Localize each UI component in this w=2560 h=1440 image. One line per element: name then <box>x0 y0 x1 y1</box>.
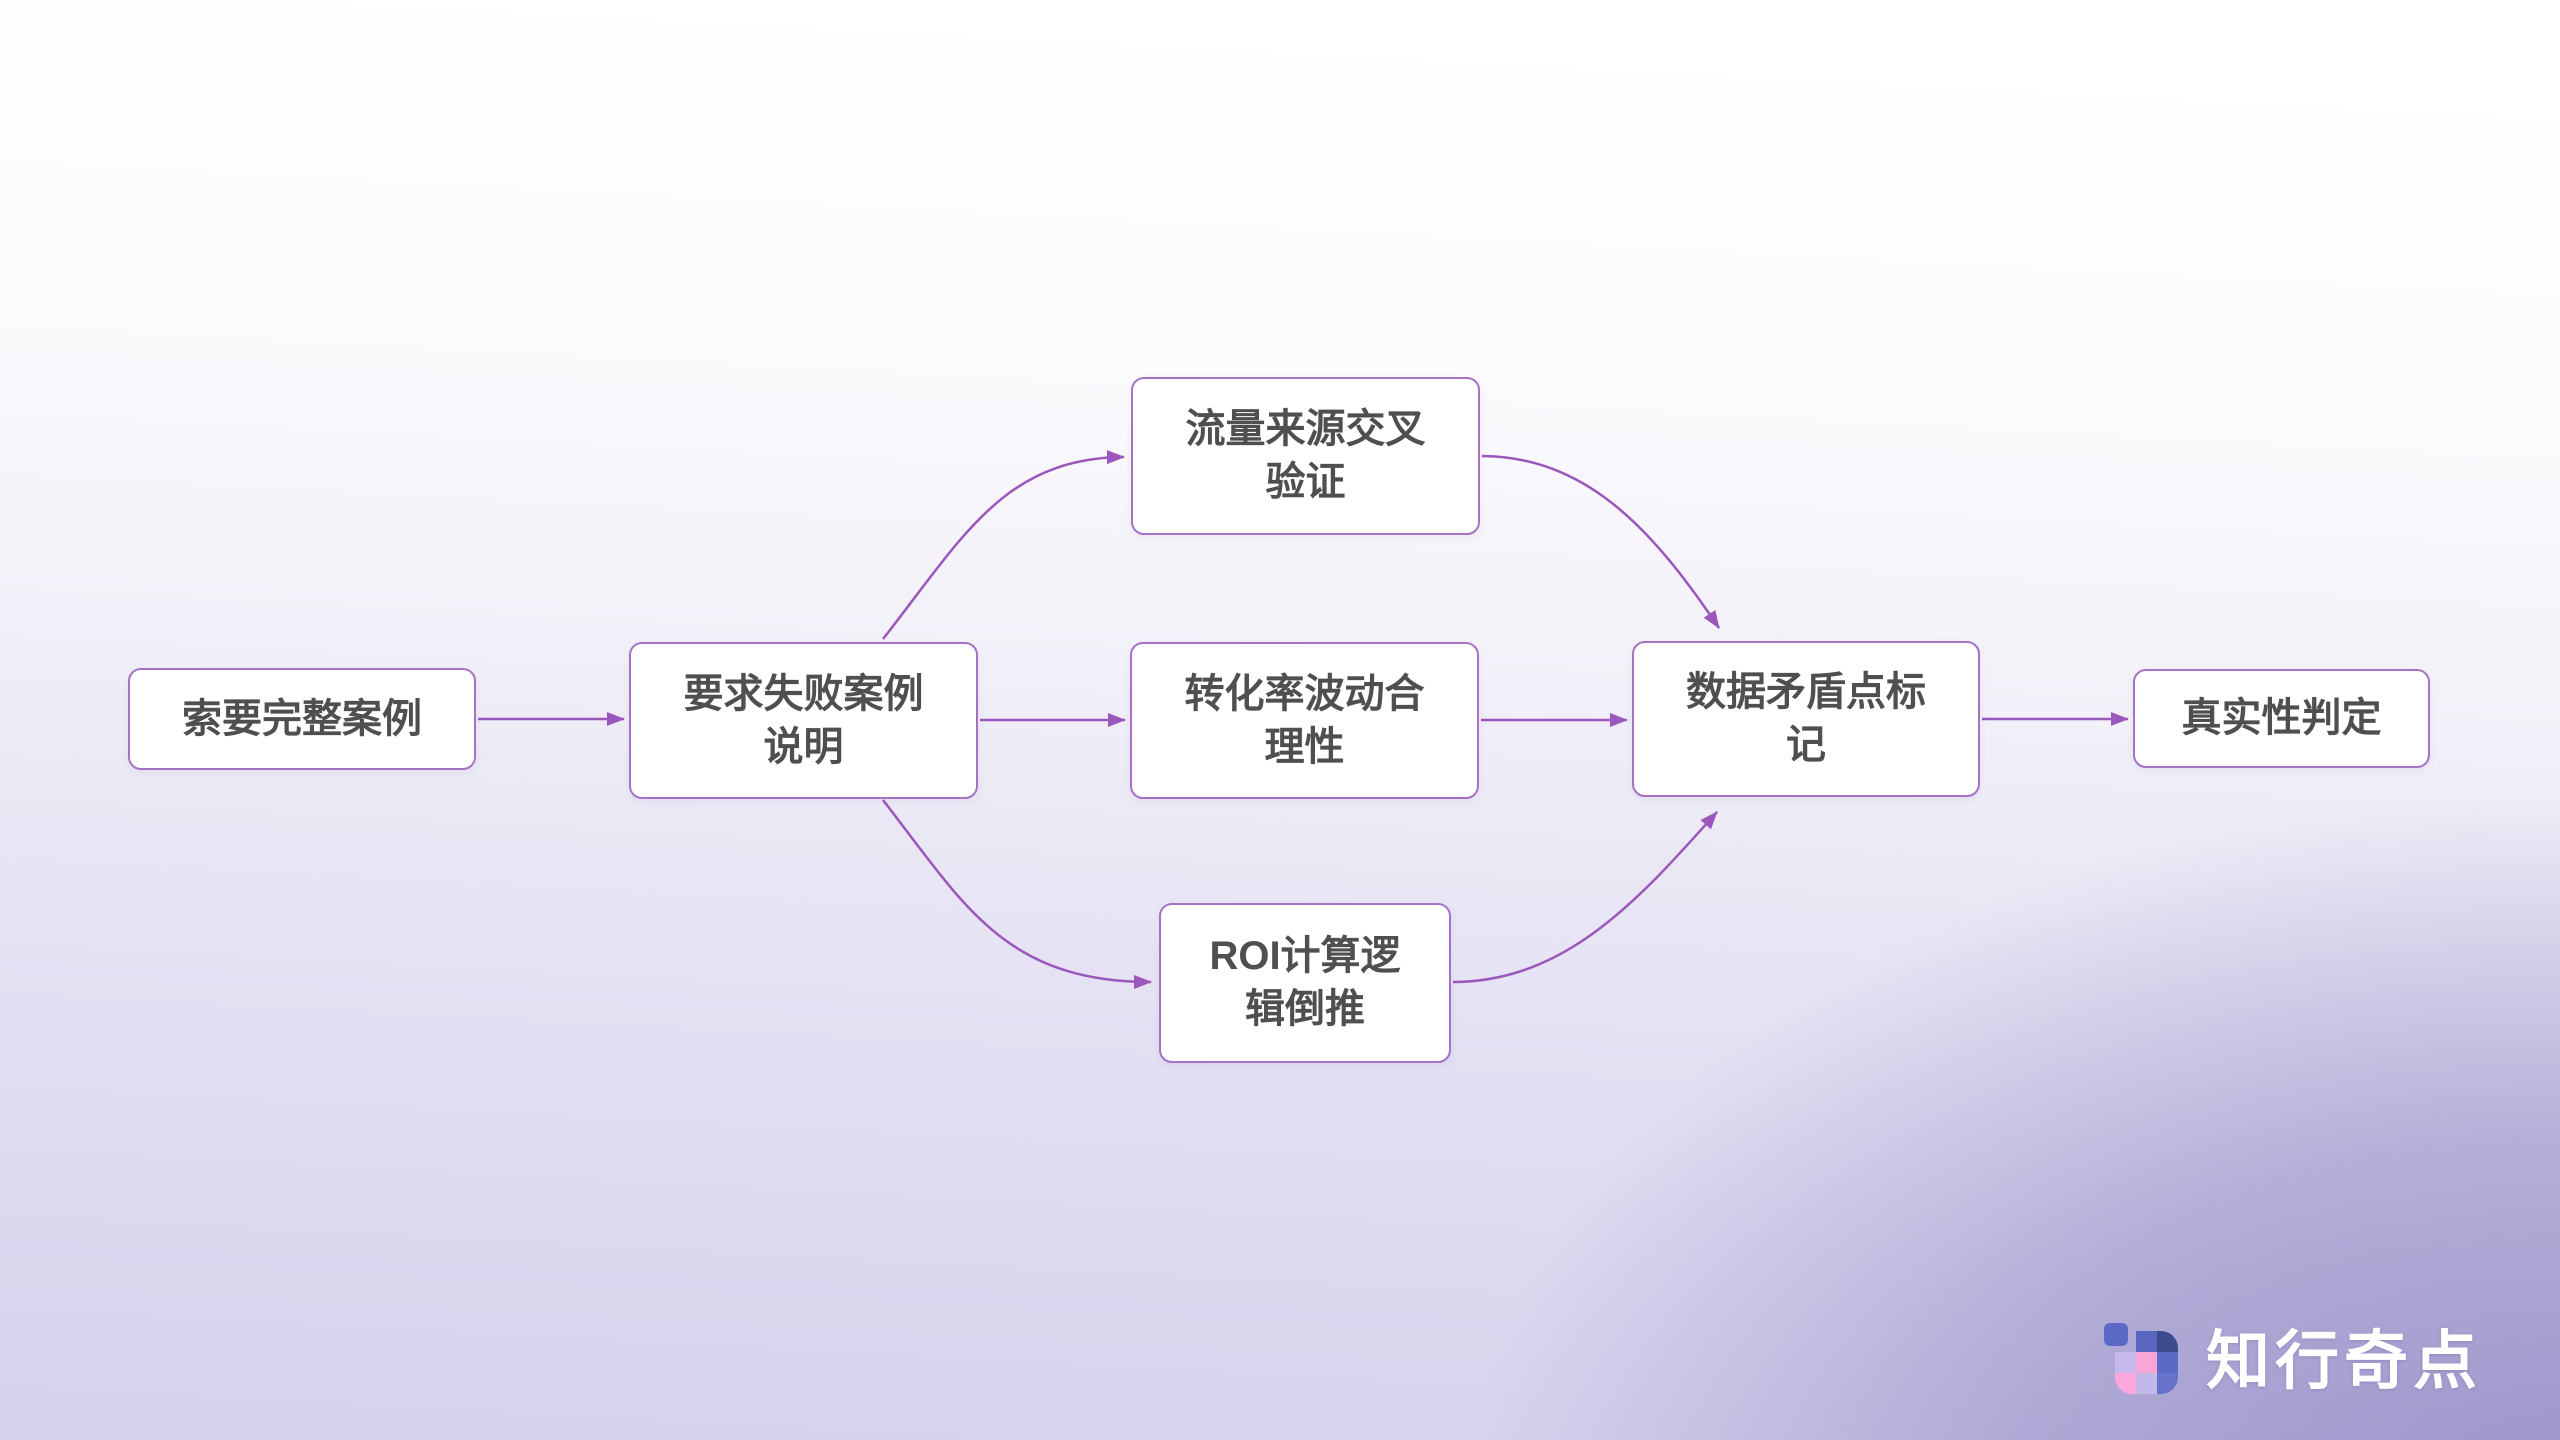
flow-node-label: 索要完整案例 <box>182 696 422 741</box>
edge-failure-to-traffic <box>882 450 1125 640</box>
flow-node-label: 数据矛盾点标记 <box>1686 670 1926 767</box>
edge-roi-to-contradiction <box>1452 811 1718 984</box>
flow-node-require-failure-case-explanation: 要求失败案例说明 <box>629 642 978 799</box>
flow-node-traffic-source-cross-validation: 流量来源交叉验证 <box>1131 377 1480 535</box>
logo-tile-detached <box>2104 1323 2128 1346</box>
edge-traffic-to-contradiction <box>1481 454 1721 629</box>
edge-failure-to-roi <box>882 799 1152 989</box>
logo-tile-grid <box>2115 1331 2178 1394</box>
brand-logo: 知行奇点 <box>2100 1310 2482 1402</box>
brand-logo-icon <box>2100 1316 2180 1396</box>
flow-node-data-contradiction-marking: 数据矛盾点标记 <box>1632 641 1980 797</box>
flow-node-roi-calculation-logic: ROI计算逻辑倒推 <box>1159 903 1451 1063</box>
flow-node-label: 要求失败案例说明 <box>683 671 924 769</box>
flow-node-request-full-case: 索要完整案例 <box>128 668 476 770</box>
flow-node-authenticity-judgment: 真实性判定 <box>2133 669 2430 768</box>
flow-node-label: 流量来源交叉验证 <box>1185 407 1426 504</box>
flow-node-label: 真实性判定 <box>2181 696 2382 741</box>
flow-node-label: 转化率波动合理性 <box>1184 671 1425 769</box>
flow-node-label: ROI计算逻辑倒推 <box>1209 934 1401 1031</box>
flow-node-conversion-rate-fluctuation: 转化率波动合理性 <box>1130 642 1479 799</box>
brand-name-text: 知行奇点 <box>2206 1325 2482 1397</box>
